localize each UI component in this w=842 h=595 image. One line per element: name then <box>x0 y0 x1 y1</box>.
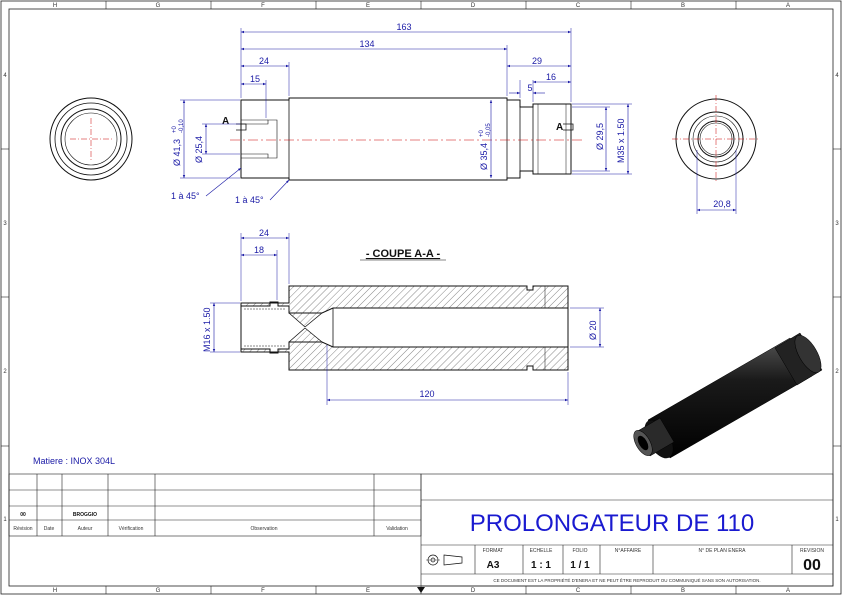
projection-symbol-icon <box>426 554 463 566</box>
revision-number: 00 <box>20 512 26 518</box>
rev-header-validation: Validation <box>386 526 408 532</box>
grid-col-label: B <box>681 3 685 9</box>
dim-side-diameter: 20,8 <box>713 199 731 209</box>
dim-dia-25-group: Ø 25,4 <box>194 136 204 163</box>
dim-section-18: 18 <box>254 245 264 255</box>
rev-header-author: Auteur <box>78 526 93 532</box>
dim-groove-5: 5 <box>527 83 532 93</box>
grid-row-label: 3 <box>3 221 7 227</box>
material-note: Matiere : INOX 304L <box>33 456 115 466</box>
scale-value: 1 : 1 <box>531 560 551 571</box>
grid-col-label: C <box>576 588 581 594</box>
grid-col-label: A <box>786 588 790 594</box>
dim-bore-24: 24 <box>259 56 269 66</box>
ownership-notice: CE DOCUMENT EST LA PROPRIÉTÉ D'ENERA ET … <box>493 576 760 583</box>
dim-thread-m16: M16 x 1.50 <box>202 307 212 352</box>
dim-overall-length: 163 <box>396 22 411 32</box>
grid-col-label: C <box>576 3 581 9</box>
section-mark-left: A <box>222 116 229 127</box>
grid-row-label: 3 <box>835 221 839 227</box>
dim-dia-20: Ø 20 <box>588 320 598 340</box>
dim-dia-41-tol-upper: +0 <box>172 125 178 133</box>
revision-label: REVISION <box>800 548 824 554</box>
dim-m16-group: M16 x 1.50 <box>202 307 212 352</box>
grid-col-label: B <box>681 588 685 594</box>
rev-header-verification: Vérification <box>119 526 144 532</box>
iso-3d-view <box>633 332 823 459</box>
section-title: - COUPE A-A - <box>366 248 441 260</box>
dim-thread-29: 29 <box>532 56 542 66</box>
dim-section-24: 24 <box>259 228 269 238</box>
grid-row-label: 1 <box>835 517 839 523</box>
dim-dia-41-group: Ø 41,3 +0 -0,10 <box>172 119 185 166</box>
dim-dia-29: Ø 29,5 <box>595 123 605 150</box>
affaire-label: N°AFFAIRE <box>615 548 642 554</box>
dim-dia-35-tol-lower: -0,05 <box>486 123 492 137</box>
grid-labels-right: 4 3 2 1 <box>835 73 839 523</box>
rev-header-observation: Observation <box>251 526 278 532</box>
grid-col-label: H <box>53 3 57 9</box>
section-mark-right: A <box>556 122 563 133</box>
dim-bore-15: 15 <box>250 74 260 84</box>
front-view <box>230 97 582 181</box>
grid-col-label: D <box>471 3 476 9</box>
grid-labels-bottom: H G F E D C B A <box>53 588 790 594</box>
revision-author: BROGGIO <box>73 512 97 518</box>
dim-dia-35-group: Ø 35,4 +0 -0,05 <box>479 123 492 170</box>
grid-col-label: H <box>53 588 57 594</box>
grid-col-label: A <box>786 3 790 9</box>
dim-dia-35: Ø 35,4 <box>479 143 489 170</box>
dim-m35-group: M35 x 1.50 <box>616 118 626 163</box>
grid-row-label: 2 <box>835 369 839 375</box>
dim-dia-41: Ø 41,3 <box>172 139 182 166</box>
section-dimensions <box>210 233 604 405</box>
drawing-title: PROLONGATEUR DE 110 <box>470 510 755 537</box>
plan-number-label: N° DE PLAN ENERA <box>698 548 746 554</box>
section-view <box>240 285 569 371</box>
grid-labels-top: H G F E D C B A <box>53 3 790 9</box>
folio-value: 1 / 1 <box>570 560 590 571</box>
format-value: A3 <box>487 560 500 571</box>
revision-value: 00 <box>803 557 821 574</box>
dim-thread-16: 16 <box>546 72 556 82</box>
grid-row-label: 2 <box>3 369 7 375</box>
grid-row-label: 4 <box>835 73 839 79</box>
dim-length-120: 120 <box>419 389 434 399</box>
rev-header-revision: Révision <box>13 526 32 532</box>
dim-dia-25: Ø 25,4 <box>194 136 204 163</box>
rev-header-date: Date <box>44 526 55 532</box>
revision-table <box>8 473 422 537</box>
grid-row-label: 4 <box>3 73 7 79</box>
grid-col-label: F <box>261 3 265 9</box>
front-view-dimensions <box>180 28 632 201</box>
grid-row-label: 1 <box>3 517 7 523</box>
dim-chamfer-mid: 1 à 45° <box>235 195 264 205</box>
dim-dia-41-tol-lower: -0,10 <box>179 119 185 133</box>
dim-dia-20-group: Ø 20 <box>588 320 598 340</box>
grid-col-label: E <box>366 588 370 594</box>
format-label: FORMAT <box>483 548 504 554</box>
dim-thread-m35: M35 x 1.50 <box>616 118 626 163</box>
dim-body-length: 134 <box>359 39 374 49</box>
grid-col-label: G <box>156 3 161 9</box>
grid-col-label: D <box>471 588 476 594</box>
left-end-view <box>49 97 133 181</box>
right-end-view <box>672 95 760 214</box>
grid-col-label: E <box>366 3 370 9</box>
grid-labels-left: 4 3 2 1 <box>3 73 7 523</box>
scale-label: ECHELLE <box>530 548 553 554</box>
dim-dia-29-group: Ø 29,5 <box>595 123 605 150</box>
dim-dia-35-tol-upper: +0 <box>479 129 485 137</box>
folio-label: FOLIO <box>572 548 587 554</box>
dim-chamfer-left: 1 à 45° <box>171 191 200 201</box>
grid-col-label: F <box>261 588 265 594</box>
title-block <box>420 473 834 587</box>
grid-col-label: G <box>156 588 161 594</box>
